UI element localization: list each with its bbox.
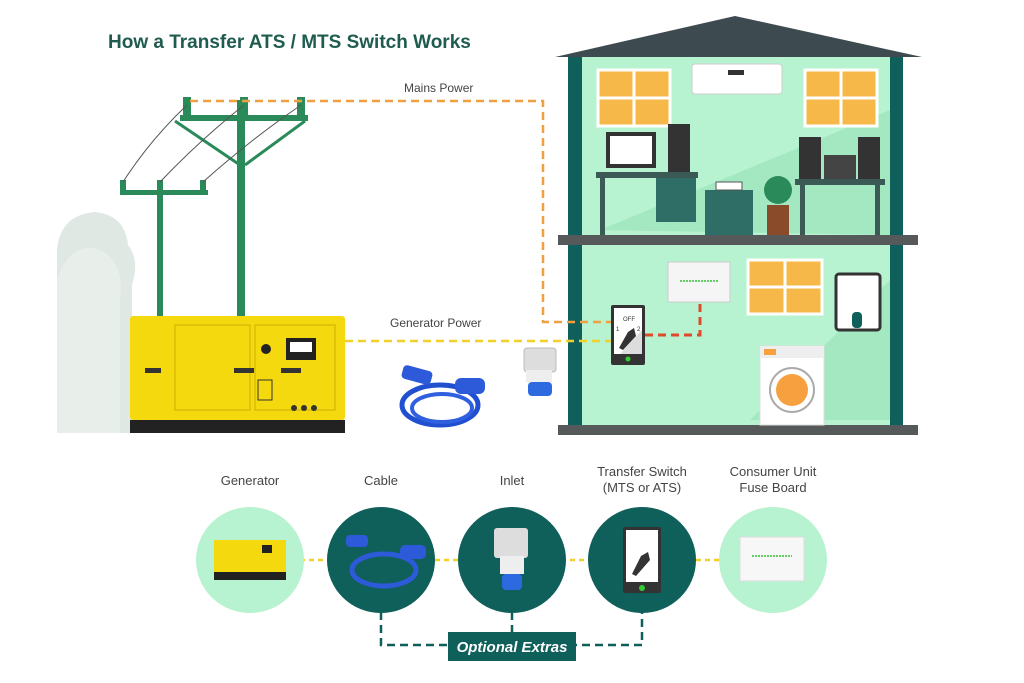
component-label: Cable <box>364 473 398 488</box>
component-cable: Cable <box>327 473 435 613</box>
cable-illustration <box>399 365 485 428</box>
optional-extras-badge <box>448 632 576 661</box>
inlet-illustration <box>523 347 557 396</box>
svg-text:2: 2 <box>637 327 641 333</box>
mains-power-line <box>190 99 612 324</box>
component-label: Inlet <box>500 473 525 488</box>
house-supply-line <box>645 303 702 337</box>
transfer-switch: OFF 1 2 <box>611 305 645 365</box>
component-generator: Generator <box>196 473 304 613</box>
component-transfer-switch: Transfer Switch (MTS or ATS) <box>588 464 696 613</box>
component-label: Transfer Switch <box>597 464 687 479</box>
mains-power-label: Mains Power <box>404 81 473 95</box>
optional-extras-label: Optional Extras <box>457 639 568 656</box>
power-poles <box>120 97 308 318</box>
component-consumer-unit: Consumer Unit Fuse Board <box>719 464 827 613</box>
component-label: Generator <box>221 473 280 488</box>
generator-illustration <box>130 316 345 433</box>
component-sublabel: (MTS or ATS) <box>603 480 681 495</box>
component-label: Consumer Unit <box>730 464 817 479</box>
tree-illustration <box>57 212 136 433</box>
svg-text:OFF: OFF <box>623 317 635 323</box>
component-inlet: Inlet <box>458 473 566 613</box>
svg-text:1: 1 <box>616 327 620 333</box>
page-title: How a Transfer ATS / MTS Switch Works <box>108 32 471 53</box>
generator-power-label: Generator Power <box>390 316 481 330</box>
component-sublabel: Fuse Board <box>739 480 806 495</box>
house <box>555 16 922 435</box>
